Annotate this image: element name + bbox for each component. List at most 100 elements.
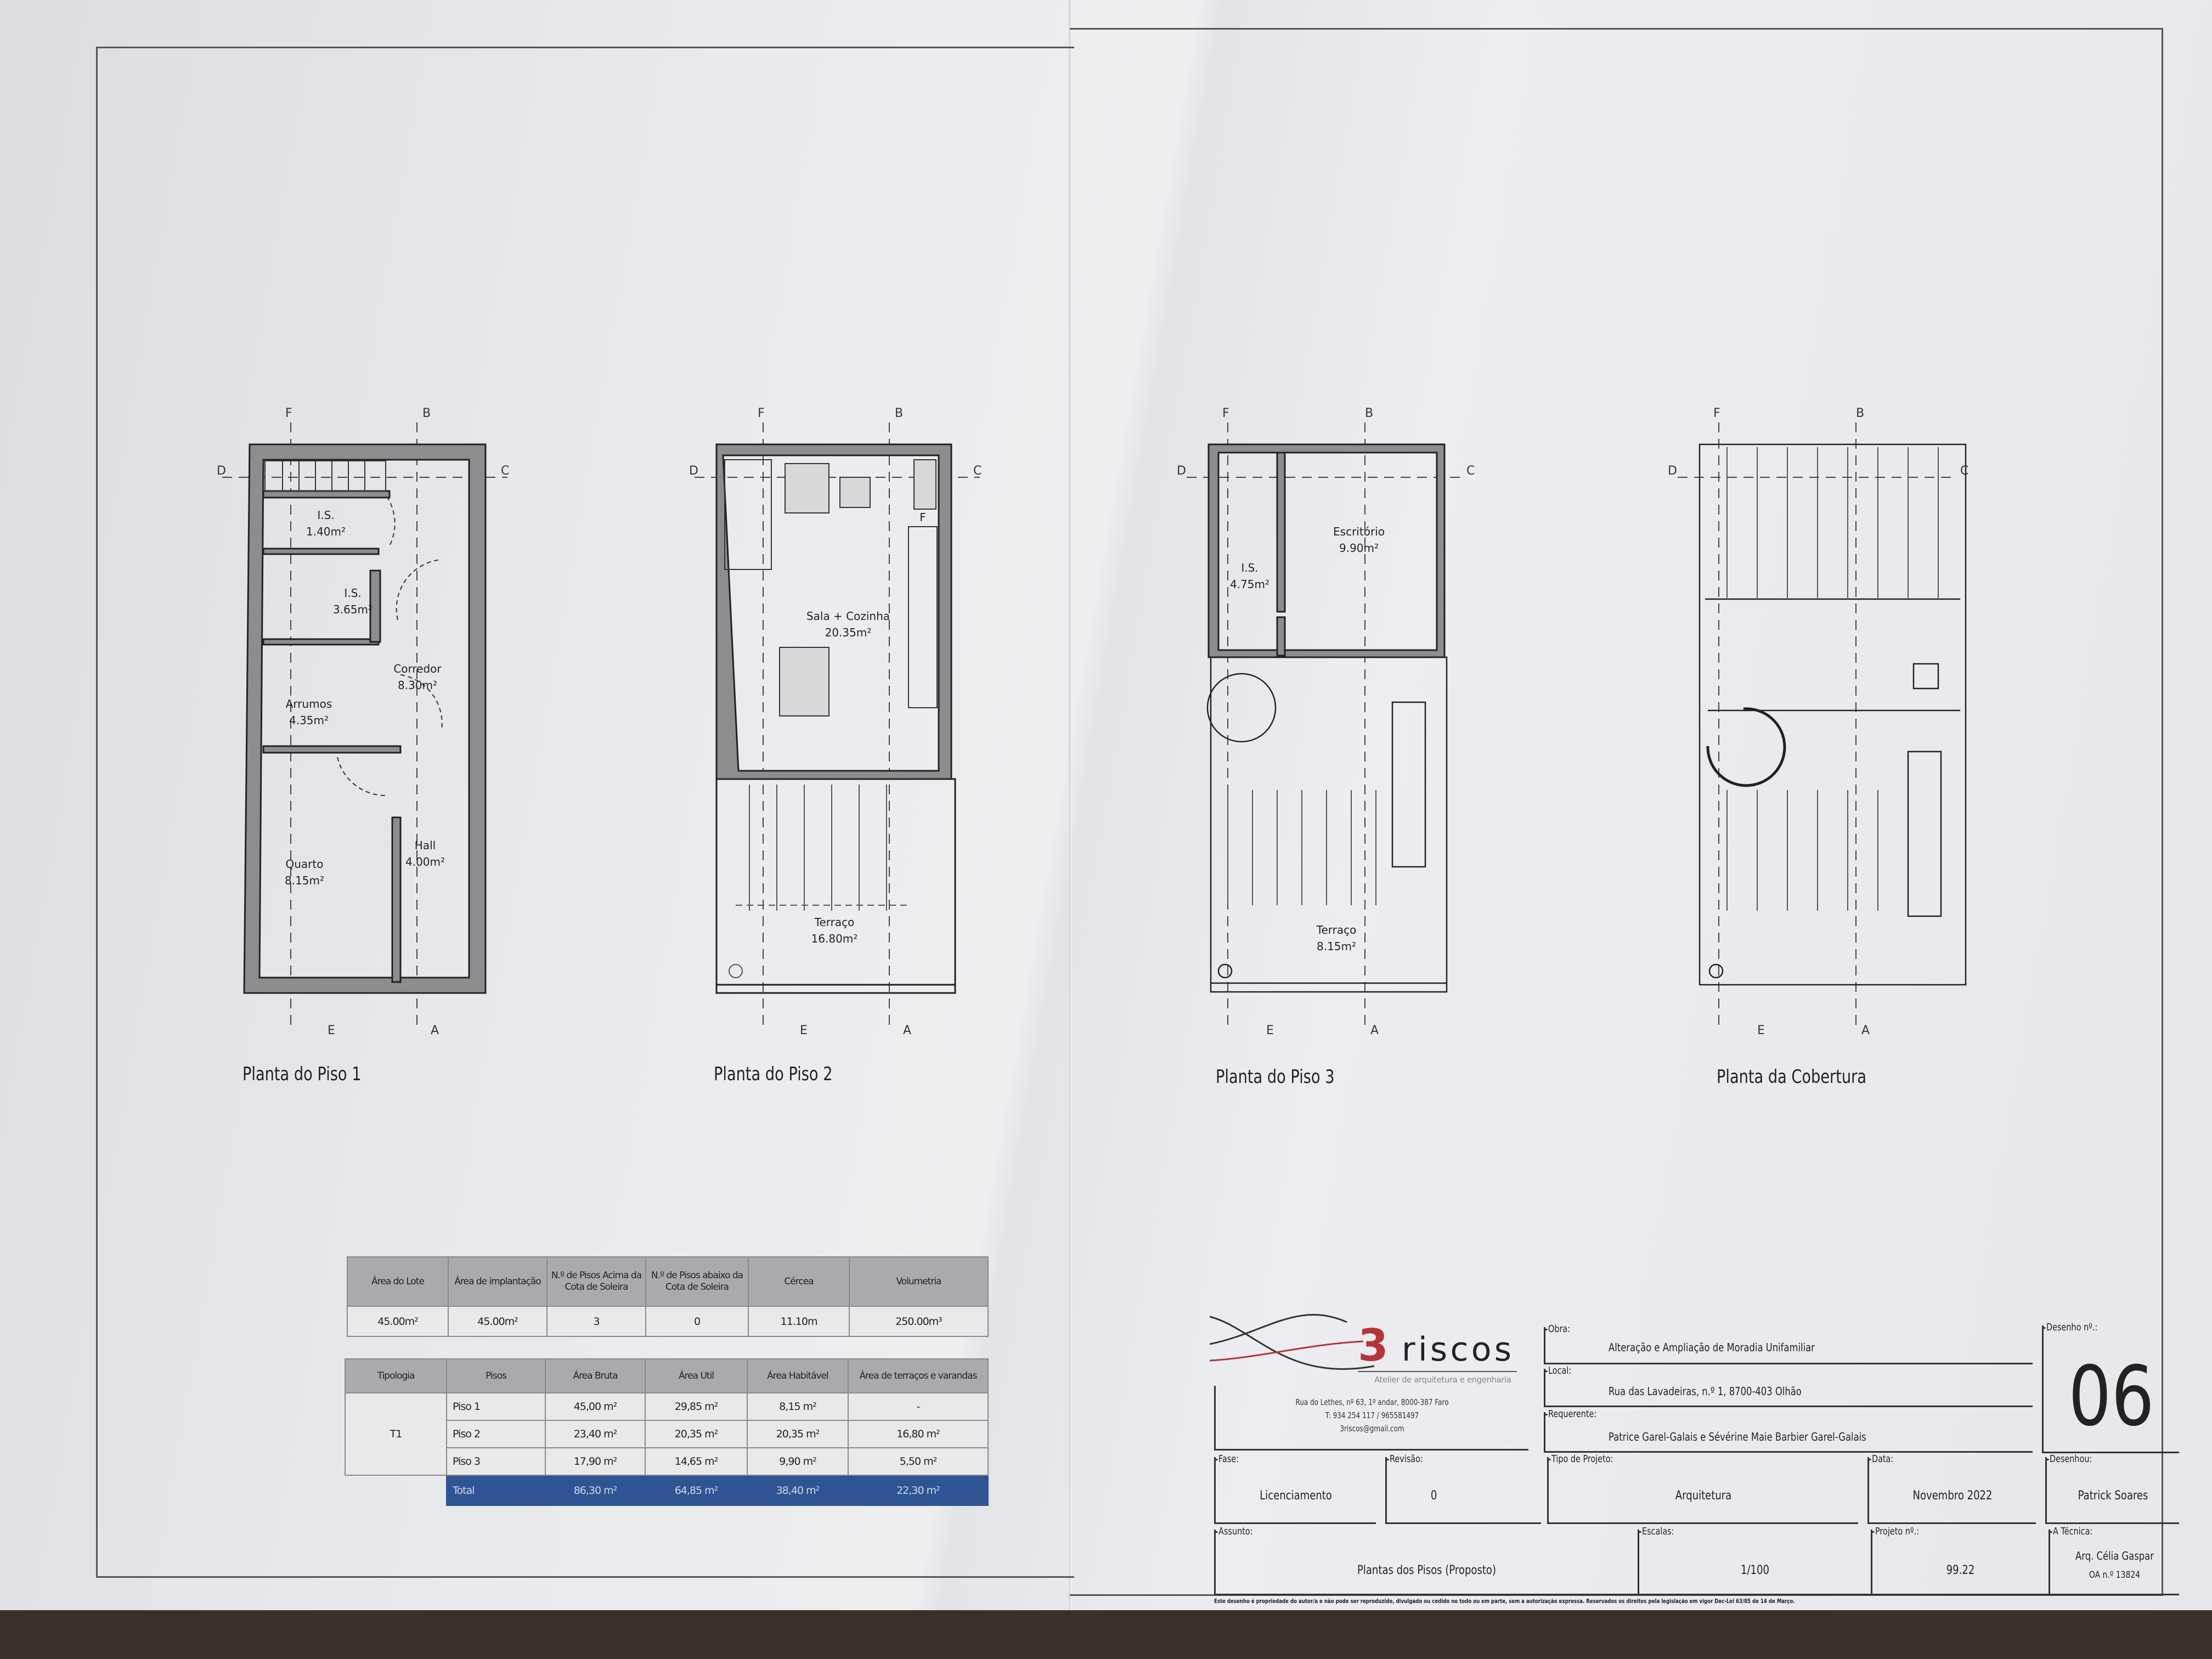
section-lines [1678,422,1955,1026]
field-value: Patrick Soares [2078,1489,2148,1503]
drawing-sheet [0,0,2212,1610]
table-cell: 20,35 m² [747,1420,849,1448]
field-requerente: Requerente: Patrice Garel-Galais e Sévér… [1544,1409,2033,1453]
table-cell: 9,90 m² [747,1447,849,1476]
room-area: 4.35m² [289,714,329,727]
table-header: Volumetria [849,1256,989,1307]
field-label: Assunto: [1214,1526,1252,1537]
room-name: I.S. [1241,561,1258,574]
section-mark-d: D [1668,464,1677,478]
table-cell: 22,30 m² [848,1475,989,1506]
company-address: Rua do Lethes, nº 63, 1º andar, 8000-387… [1214,1386,1528,1451]
field-value: 99.22 [1946,1564,1975,1577]
field-label: Fase: [1214,1454,1239,1465]
table-header: Cércea [748,1256,850,1307]
field-label: Tipo de Projeto: [1547,1454,1613,1465]
logo-tagline: Atelier de arquitetura e engenharia [1374,1375,1511,1385]
plan-title-piso-2: Planta do Piso 2 [714,1063,833,1085]
section-mark-c: C [501,464,509,478]
table-cell: 11.10m [748,1306,850,1337]
left-sheet-frame [96,47,1074,1578]
table-cell: 86,30 m² [545,1475,646,1506]
summary-table: Área do Lote Área de implantação N.º de … [347,1256,989,1337]
room-labels: Escritório 9.90m² I.S. 4.75m² Terraço 8.… [1230,525,1385,953]
room-name: Corredor [393,662,442,675]
table-total-row: Total 86,30 m² 64,85 m² 38,40 m² 22,30 m… [345,1475,989,1506]
pergola-beams [1227,790,1376,905]
table-header: N.º de Pisos abaixo da Cota de Soleira [645,1256,749,1307]
table-row: 45.00m² 45.00m² 3 0 11.10m 250.00m³ [347,1306,989,1337]
table-cell: Total [446,1475,546,1506]
section-mark-f: F [758,407,765,420]
address-line: Rua do Lethes, nº 63, 1º andar, 8000-387… [1295,1397,1449,1407]
walls [243,443,487,994]
room-name: I.S. [317,509,334,522]
field-tipo-projeto: Tipo de Projeto: Arquitetura [1547,1454,1858,1524]
section-mark-e: E [328,1024,335,1037]
table-cell: 45.00m² [347,1306,449,1337]
table-cell: Piso 2 [446,1420,546,1448]
logo-word: riscos [1402,1330,1511,1369]
empty-cell [345,1475,447,1505]
table-header-row: Área do Lote Área de implantação N.º de … [347,1256,989,1307]
table-cell: 3 [546,1306,646,1337]
room-name: Quarto [286,857,324,871]
table-header: Área de implantação [448,1256,548,1307]
table-header-row: Tipologia Pisos Área Bruta Área Util Áre… [345,1358,989,1393]
field-value: Plantas dos Pisos (Proposto) [1357,1564,1497,1577]
room-name: Terraço [814,916,855,929]
table-cell: 8,15 m² [747,1392,849,1421]
table-cell: 0 [645,1306,749,1337]
section-markers: F B D C E A [217,407,509,1037]
section-lines [222,422,507,1026]
field-value: Licenciamento [1260,1489,1332,1503]
room-name: Escritório [1333,525,1385,538]
logo-number: 3 [1358,1320,1389,1371]
table-cell: 23,40 m² [545,1420,646,1448]
table-cell: 38,40 m² [747,1475,849,1506]
section-mark-e: E [800,1024,808,1037]
section-markers: F B D C E A [1668,407,1968,1037]
room-area: 9.90m² [1339,541,1379,555]
terrace-outline [715,778,956,994]
section-mark-d: D [1177,464,1186,478]
field-escalas: Escalas: 1/100 [1638,1526,1871,1595]
table-cell: 250.00m³ [849,1306,989,1337]
room-labels: I.S. 1.40m² I.S. 3.65m² Corredor 8.30m² … [285,509,445,887]
section-mark-f: F [1222,407,1229,420]
field-value: Novembro 2022 [1912,1489,1993,1503]
field-label: Desenhou: [2045,1454,2092,1465]
section-mark-a: A [1370,1024,1379,1037]
field-value: Arquitetura [1675,1489,1732,1503]
table-cell: 16,80 m² [848,1420,989,1448]
section-markers: F B D C E A [1177,407,1475,1037]
roof-outline [1699,443,1967,986]
plan-title-piso-1: Planta do Piso 1 [242,1063,362,1085]
section-mark-e: E [1266,1024,1274,1037]
field-label: Data: [1867,1454,1893,1465]
section-mark-b: B [422,407,431,420]
section-mark-b: B [1856,407,1864,420]
field-label: Requerente: [1544,1409,1596,1420]
field-desenhou: Desenhou: Patrick Soares [2045,1454,2179,1524]
field-local: Local: Rua das Lavadeiras, n.º 1, 8700-4… [1544,1365,2033,1407]
field-projeto-numero: Projeto nº.: 99.22 [1871,1526,2049,1595]
table-cell: 5,50 m² [848,1447,989,1476]
section-mark-c: C [1960,464,1968,478]
section-mark-f: F [285,407,292,420]
field-label: A Técnica: [2049,1526,2092,1537]
section-markers: F B D C E A [689,407,981,1037]
table-row: Piso 2 23,40 m² 20,35 m² 20,35 m² 16,80 … [345,1420,989,1448]
table-header: Tipologia [345,1358,447,1393]
table-header: Área Bruta [545,1358,646,1393]
section-mark-a: A [903,1024,911,1037]
field-label: Escalas: [1638,1526,1674,1537]
phone-line: T: 934 254 117 / 965581497 [1325,1410,1419,1420]
section-mark-f: F [1713,407,1720,420]
walls [1207,443,1446,658]
table-header: Pisos [446,1358,546,1393]
table-row: T1 Piso 1 45,00 m² 29,85 m² 8,15 m² - [345,1392,989,1476]
room-name: Terraço [1316,923,1357,936]
room-area: 8.15m² [285,874,324,887]
field-assunto: Assunto: Plantas dos Pisos (Proposto) [1214,1526,1638,1595]
